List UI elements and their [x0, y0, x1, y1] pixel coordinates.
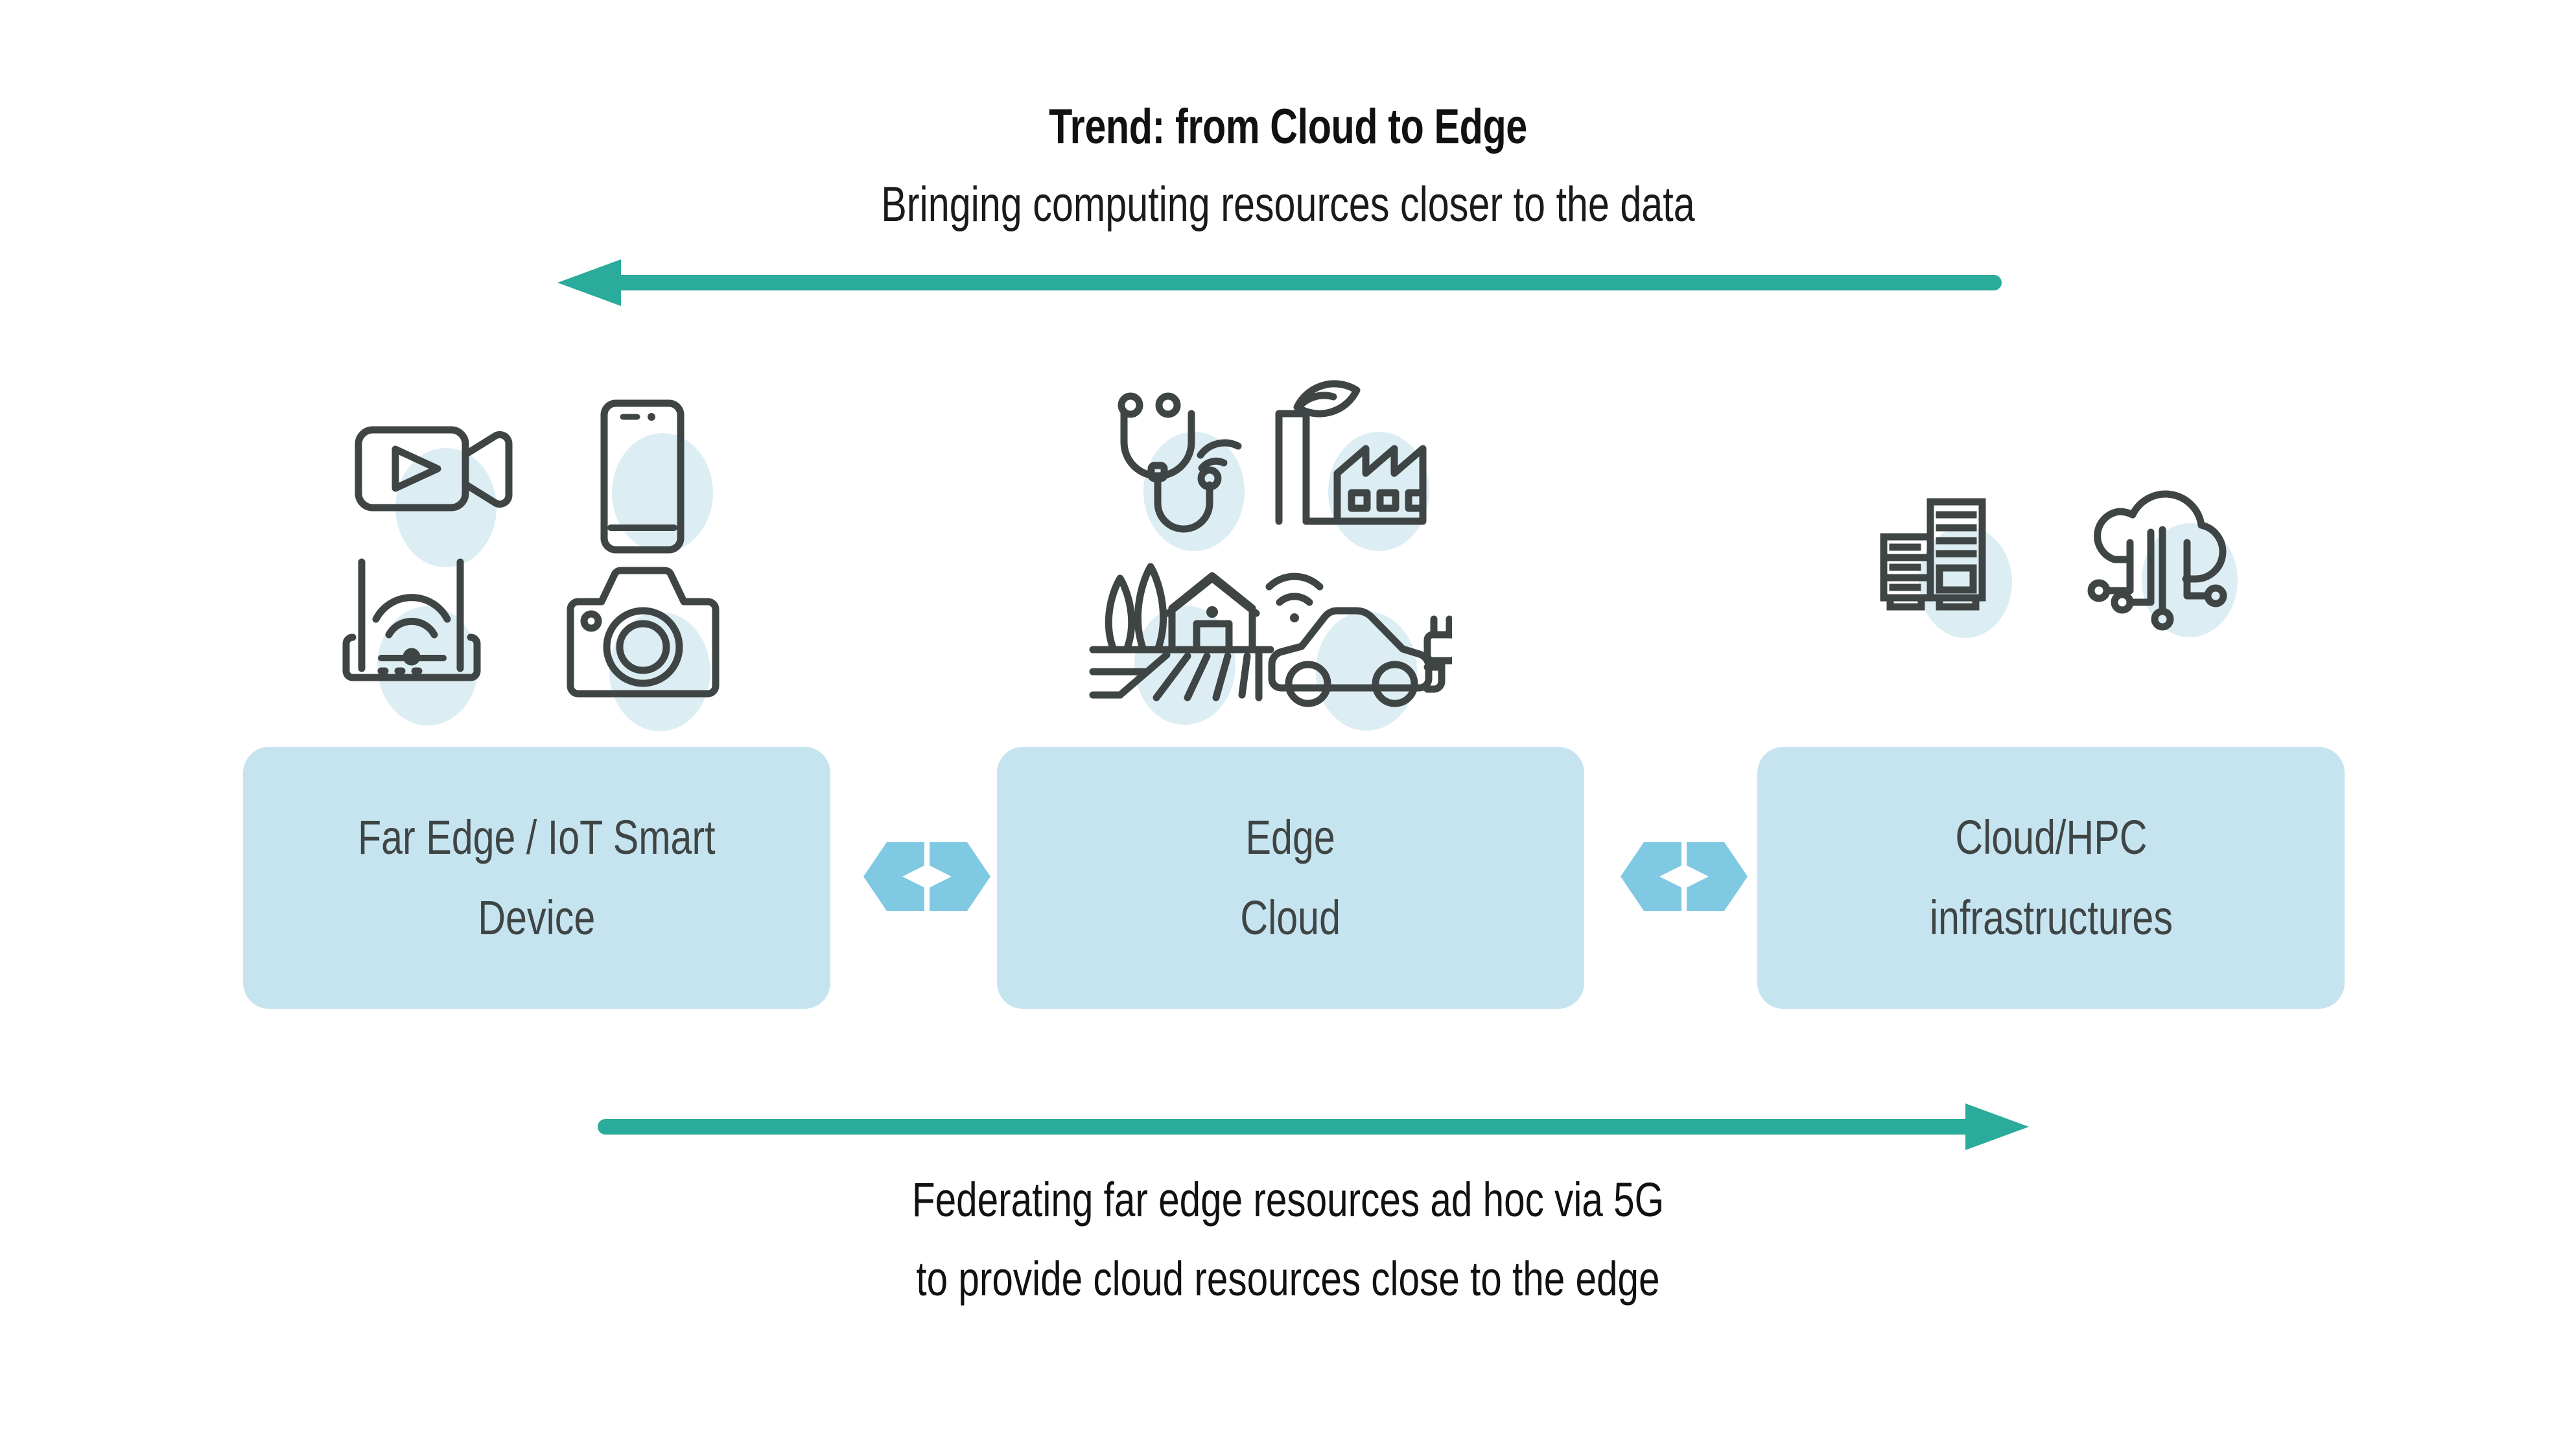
- caption-line-1: Federating far edge resources ad hoc via…: [911, 1173, 1665, 1227]
- icon-cell-wifi-router: [331, 548, 525, 742]
- electric-car-icon: [1265, 572, 1452, 731]
- stage-box-cloud[interactable]: Cloud/HPC infrastructures: [1757, 747, 2345, 1009]
- server-rack-icon: [1880, 498, 2012, 638]
- wifi-router-icon: [342, 558, 481, 725]
- icon-cell-server-rack: [1867, 473, 2061, 668]
- connector-far-edge-to-edge[interactable]: [862, 841, 992, 912]
- icon-cell-video-camera: [340, 399, 535, 593]
- page-subtitle: Bringing computing resources closer to t…: [881, 177, 1695, 232]
- smart-stethoscope-icon: [1118, 392, 1245, 551]
- stage-label-edge: Edge Cloud: [1240, 810, 1341, 945]
- stage-label-cloud: Cloud/HPC infrastructures: [1929, 810, 2173, 945]
- stage-box-edge[interactable]: Edge Cloud: [997, 747, 1584, 1009]
- cloud-to-edge-arrow: [557, 259, 2002, 306]
- icon-cell-smart-farm: [1089, 551, 1283, 746]
- icon-cell-eco-factory: [1267, 376, 1462, 571]
- icon-cell-electric-car: [1258, 554, 1452, 749]
- smart-farm-icon: [1089, 563, 1274, 725]
- page-title: Trend: from Cloud to Edge: [1049, 99, 1527, 154]
- edge-federation-arrow: [598, 1103, 2029, 1150]
- stage-label-far-edge: Far Edge / IoT Smart Device: [358, 810, 716, 945]
- connector-edge-to-cloud[interactable]: [1619, 841, 1749, 912]
- icon-cell-cloud-computing: [2081, 470, 2275, 665]
- smartphone-icon: [600, 399, 713, 554]
- caption-line-2: to provide cloud resources close to the …: [916, 1252, 1660, 1306]
- icon-cell-photo-camera: [551, 551, 745, 746]
- icon-cell-smartphone: [557, 389, 752, 583]
- photo-camera-icon: [567, 567, 720, 731]
- eco-factory-icon: [1275, 380, 1429, 551]
- stage-box-far-edge[interactable]: Far Edge / IoT Smart Device: [243, 747, 830, 1009]
- video-camera-icon: [355, 426, 513, 567]
- cloud-computing-icon: [2087, 490, 2238, 637]
- icon-cell-smart-stethoscope: [1095, 383, 1290, 577]
